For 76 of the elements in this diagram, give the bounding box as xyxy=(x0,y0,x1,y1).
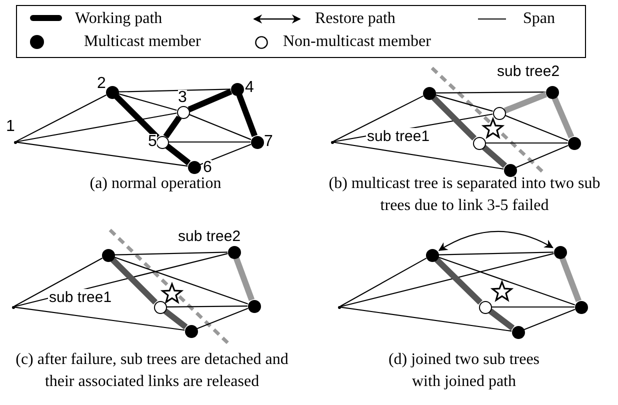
span-line xyxy=(14,258,103,307)
panel-caption: (a) normal operation xyxy=(88,174,222,194)
path-line xyxy=(504,92,548,114)
span-line xyxy=(118,88,231,92)
node-point xyxy=(338,306,340,308)
path-line xyxy=(552,96,574,138)
legend-label: Working path xyxy=(75,10,162,28)
filled-node xyxy=(426,248,438,262)
span-line xyxy=(114,252,228,256)
span-line xyxy=(340,306,512,332)
span-line xyxy=(524,308,576,330)
filled-node xyxy=(102,248,114,262)
filled-node xyxy=(106,86,118,98)
legend-label: Span xyxy=(523,10,555,28)
span-line xyxy=(492,306,574,308)
span-line xyxy=(340,258,427,307)
span-line xyxy=(16,112,177,142)
node-point xyxy=(330,140,334,144)
span-line xyxy=(114,256,248,304)
hollow-node xyxy=(478,300,492,314)
path-line xyxy=(434,257,482,305)
panel-caption: (d) joined two sub trees with joined path xyxy=(387,350,541,392)
filled-node xyxy=(568,136,580,150)
filled-node xyxy=(228,246,240,258)
filled-node xyxy=(188,160,200,174)
span-line xyxy=(438,252,554,256)
path-line xyxy=(110,257,158,305)
span-line xyxy=(166,306,248,308)
filled-node xyxy=(422,86,436,100)
restore-arrow xyxy=(438,230,554,251)
span-line xyxy=(14,306,185,331)
filled-node xyxy=(554,246,566,258)
path-line xyxy=(482,145,508,168)
path-line xyxy=(560,257,582,302)
legend-label: Restore path xyxy=(315,10,396,28)
filled-node xyxy=(248,300,260,312)
node-point xyxy=(12,306,14,308)
filled-node xyxy=(546,86,558,98)
path-line xyxy=(488,308,515,330)
span-line xyxy=(516,145,568,168)
panel-caption: (b) multicast tree is separated into two sub trees due to link 3-5 failed xyxy=(328,174,602,216)
span-line xyxy=(196,308,248,330)
legend-label: Multicast member xyxy=(84,33,201,51)
span-line xyxy=(118,93,177,111)
span-line xyxy=(486,142,568,144)
span-line xyxy=(438,256,576,306)
path-line xyxy=(188,88,232,112)
path-line xyxy=(165,144,191,166)
path-line xyxy=(431,95,477,141)
path-line xyxy=(233,257,255,301)
span-line xyxy=(436,92,546,94)
filled-node xyxy=(184,324,198,338)
node-point xyxy=(14,140,16,144)
filled-node xyxy=(574,300,588,314)
span-line xyxy=(504,114,568,142)
legend-label: Non-multicast member xyxy=(283,33,431,51)
path-line xyxy=(163,308,188,330)
span-line xyxy=(16,142,188,167)
panel-caption: (c) after failure, sub trees are detached and their associated links are released xyxy=(14,350,290,392)
span-line xyxy=(333,95,424,142)
filled-node xyxy=(250,136,264,148)
path-line xyxy=(163,116,182,138)
hollow-node xyxy=(472,136,486,150)
span-line xyxy=(435,94,493,112)
span-line xyxy=(168,141,250,143)
span-line xyxy=(200,144,252,166)
span-line xyxy=(188,114,252,140)
filled-node xyxy=(504,164,516,176)
span-line xyxy=(340,253,554,308)
hollow-node xyxy=(492,106,506,120)
span-line xyxy=(16,94,106,142)
filled-node xyxy=(512,326,524,338)
span-line xyxy=(333,142,504,170)
filled-node xyxy=(230,82,244,96)
hollow-node xyxy=(154,300,166,314)
path-line xyxy=(236,94,258,137)
